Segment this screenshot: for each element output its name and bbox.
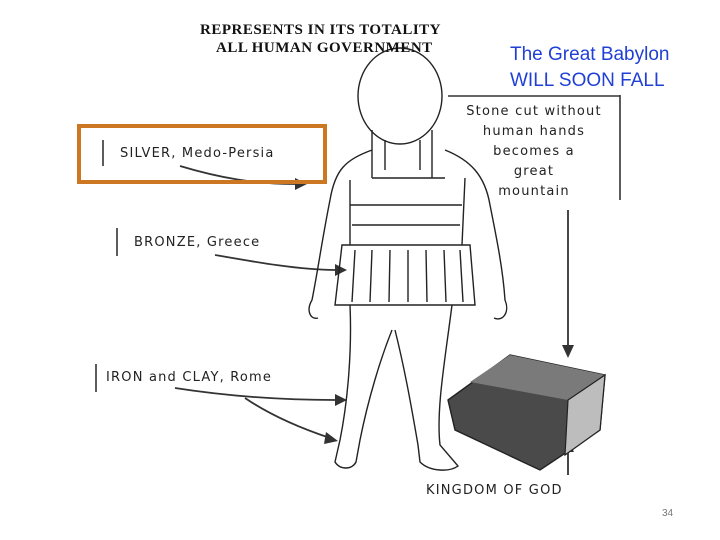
silver-label: SILVER, Medo-Persia (120, 146, 275, 161)
statue-figure (308, 47, 508, 471)
kingdom-label: KINGDOM OF GOD (426, 483, 563, 498)
stone-block (447, 354, 606, 471)
stone-line-2: human hands (482, 124, 586, 139)
stone-label: Stone cut without human hands becomes a … (448, 102, 620, 202)
page-number: 34 (662, 508, 674, 519)
stone-line-3: becomes a (493, 144, 575, 159)
iron-arrow-upper (174, 387, 336, 401)
stone-line-5: mountain (498, 184, 570, 199)
callout-line-2: WILL SOON FALL (510, 70, 665, 91)
heading-line-2: ALL HUMAN GOVERNMENT (216, 40, 433, 56)
iron-arrow-lower (244, 397, 331, 439)
callout-line-1: The Great Babylon (510, 44, 670, 65)
heading-line-1: REPRESENTS IN ITS TOTALITY (200, 22, 442, 38)
callout-text: The Great Babylon WILL SOON FALL (510, 42, 669, 94)
bronze-arrow (214, 254, 336, 271)
stone-line-1: Stone cut without (466, 104, 602, 119)
silver-highlight-box (77, 124, 327, 184)
stone-line-4: great (513, 164, 555, 179)
iron-clay-label: IRON and CLAY, Rome (106, 370, 273, 385)
bronze-label: BRONZE, Greece (134, 235, 261, 250)
